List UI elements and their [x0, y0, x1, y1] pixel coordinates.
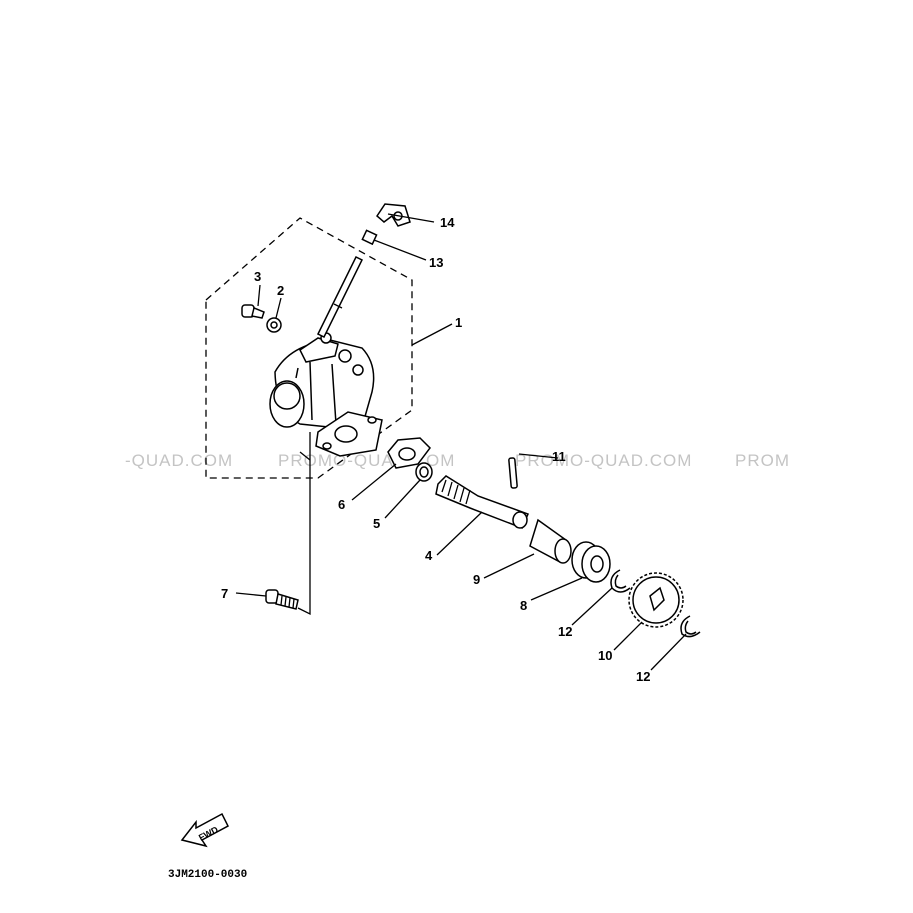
- callout-10: 10: [598, 648, 612, 663]
- circlip: [680, 615, 701, 638]
- assembly-boundary: [205, 217, 413, 479]
- oil-pump-body: [269, 332, 383, 457]
- callout-1: 1: [455, 315, 462, 330]
- oil-pipe: [316, 255, 364, 339]
- callout-14: 14: [440, 215, 455, 230]
- callout-3: 3: [254, 269, 261, 284]
- watermark-layer: -QUAD.COM PROMO-QUAD.COM PROMO-QUAD.COM …: [125, 451, 790, 470]
- pump-drive-shaft: [435, 475, 530, 529]
- callout-7: 7: [221, 586, 228, 601]
- callout-4: 4: [425, 548, 433, 563]
- watermark-text: PROM: [735, 451, 790, 470]
- callout-5: 5: [373, 516, 380, 531]
- bolt: [265, 589, 299, 610]
- callout-12: 12: [558, 624, 572, 639]
- pipe-joint: [361, 229, 378, 246]
- callout-2: 2: [277, 283, 284, 298]
- watermark-text: -QUAD.COM: [125, 451, 233, 470]
- collar: [529, 518, 572, 564]
- pump-drive-gear: [628, 572, 684, 628]
- washer: [266, 317, 282, 333]
- forward-arrow-icon: FWD: [180, 812, 229, 848]
- o-ring: [415, 462, 433, 482]
- dowel-pin: [508, 457, 518, 489]
- callout-11: 11: [552, 449, 566, 464]
- callout-labels: 14 13 3 2 1 11 6 5 4 9 7 8 12 10 12: [221, 215, 650, 684]
- callout-13: 13: [429, 255, 443, 270]
- circlip: [610, 569, 631, 593]
- bearing: [571, 541, 611, 583]
- leader-lines: [235, 213, 687, 671]
- callout-8: 8: [520, 598, 527, 613]
- watermark-text: PROMO-QUAD.COM: [515, 451, 692, 470]
- callout-6: 6: [338, 497, 345, 512]
- diagram-code: 3JM2100-0030: [168, 869, 247, 881]
- callout-12: 12: [636, 669, 650, 684]
- gasket: [387, 437, 431, 469]
- screw: [241, 304, 265, 319]
- callout-9: 9: [473, 572, 480, 587]
